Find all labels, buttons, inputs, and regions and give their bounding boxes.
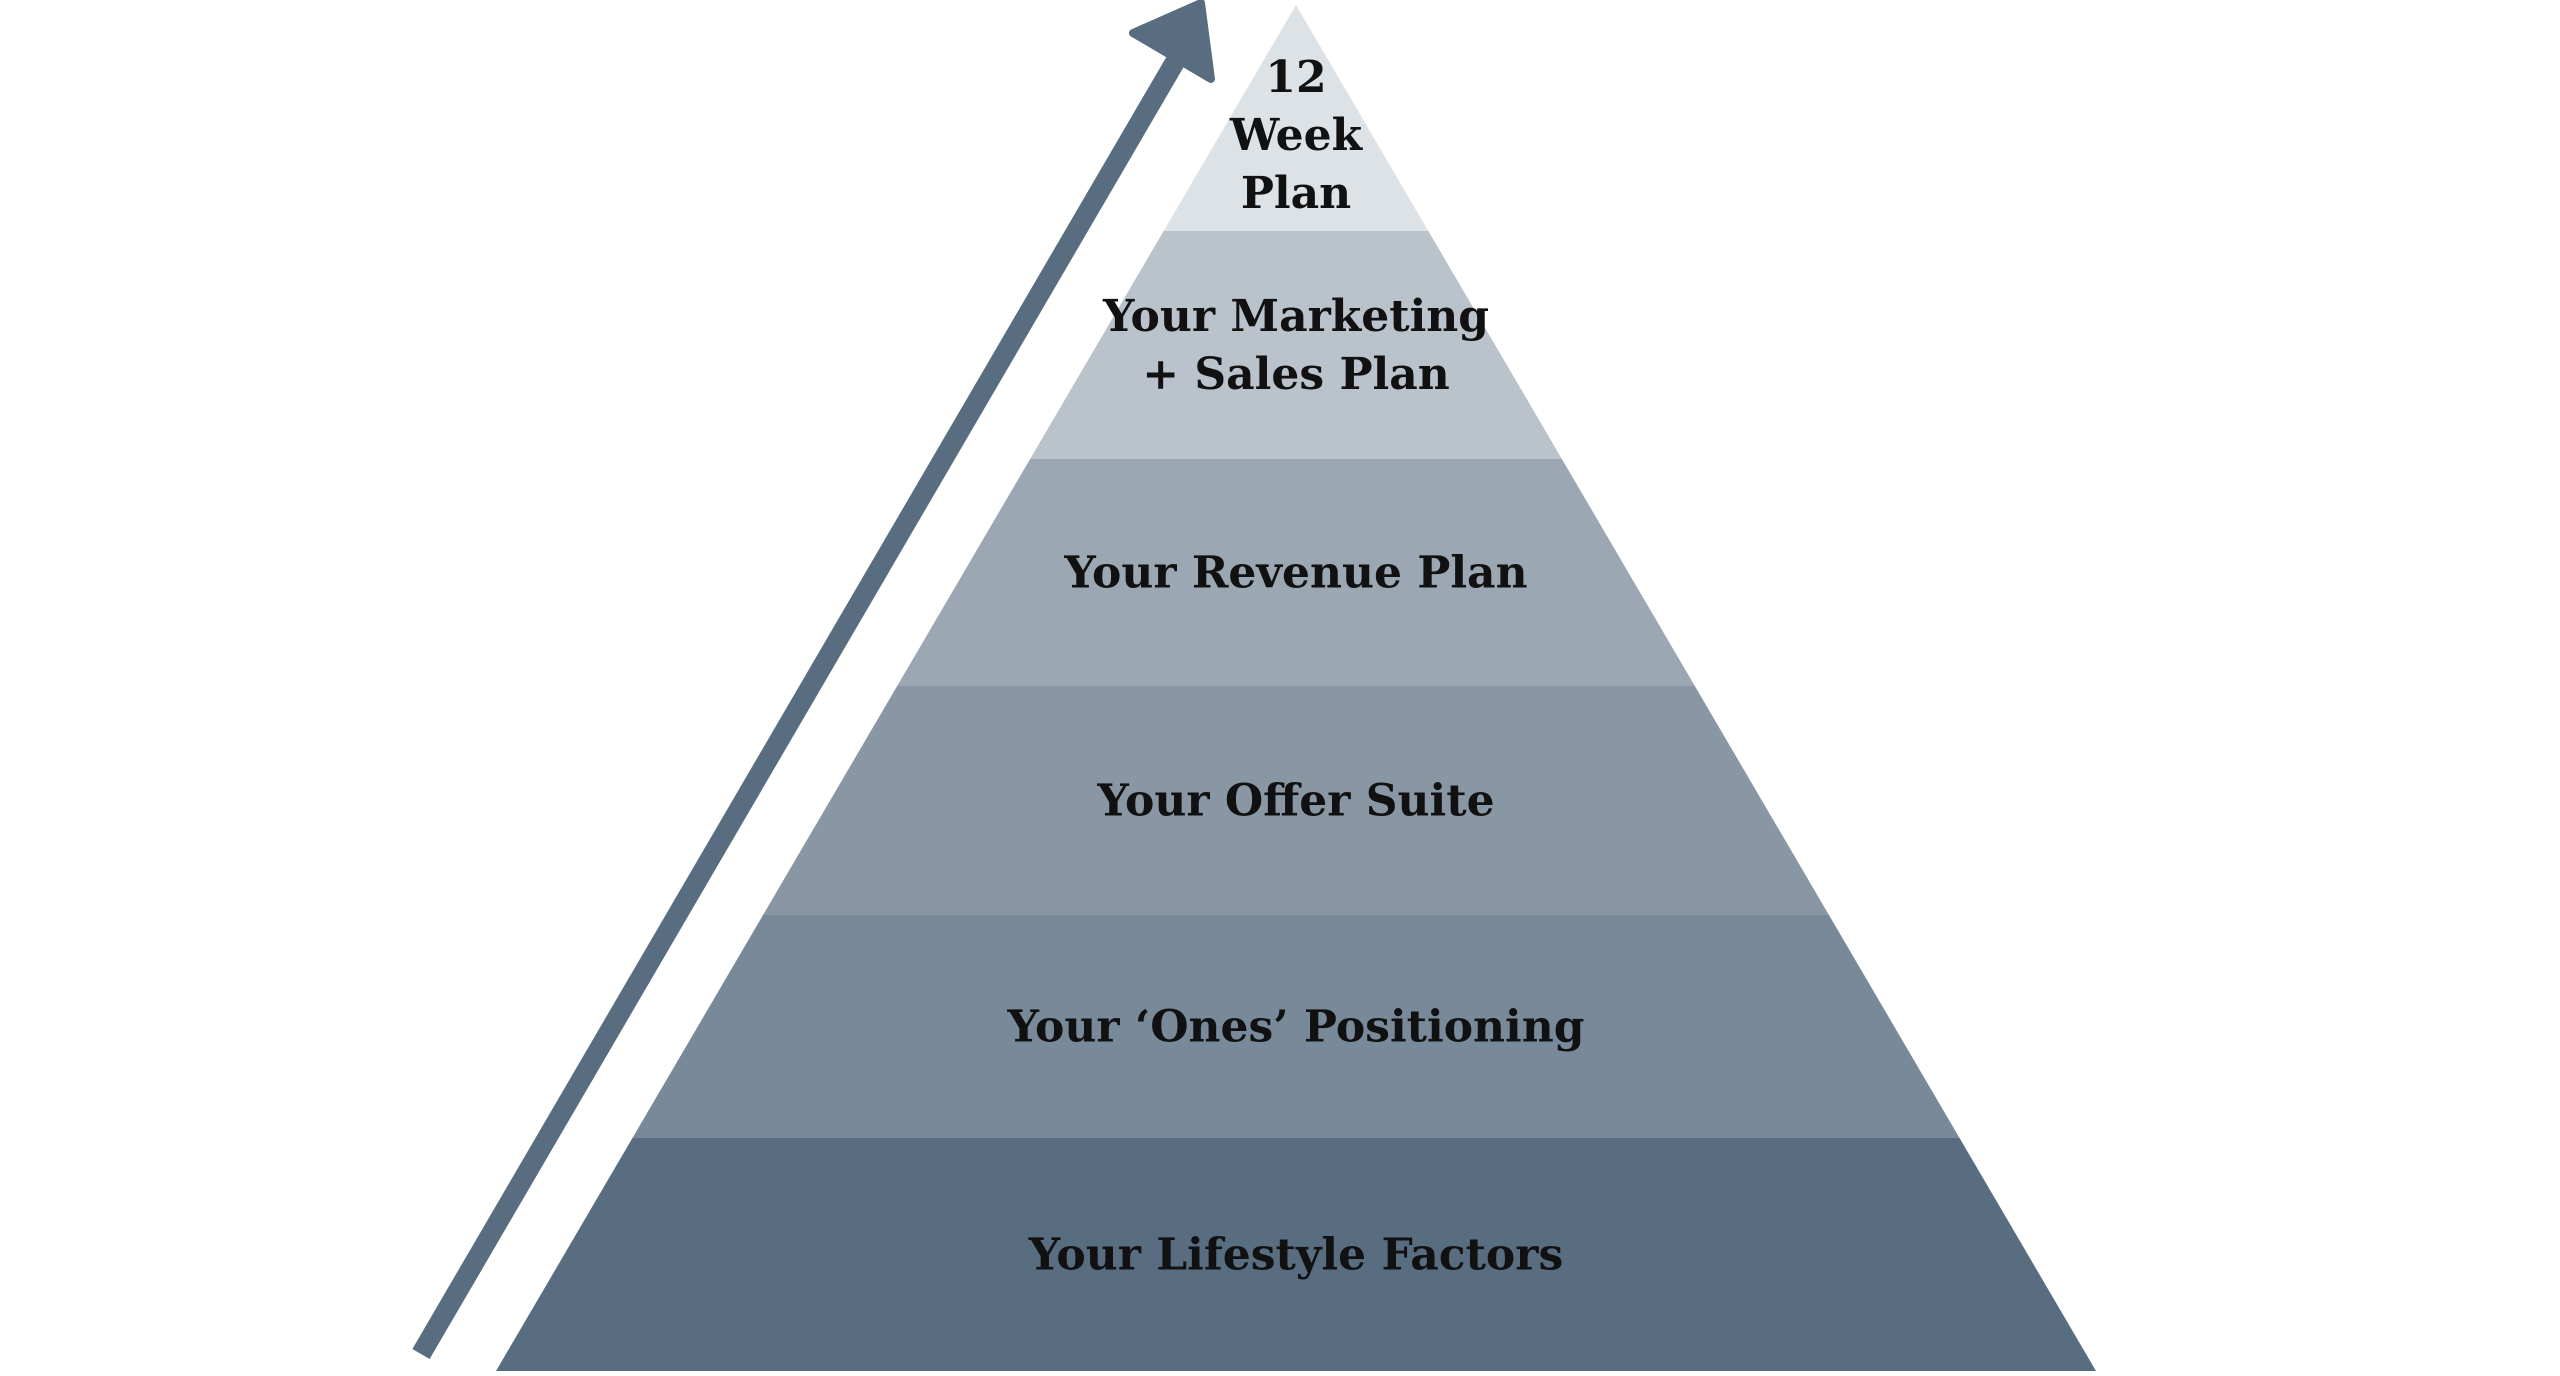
pyramid-tier-label-line: Plan xyxy=(1241,168,1351,219)
pyramid-tier-2 xyxy=(1030,231,1562,459)
pyramid-tier-5 xyxy=(632,915,1960,1138)
pyramid-tier-label-line: Your Offer Suite xyxy=(1096,776,1494,827)
pyramid-tier-label-line: Your Lifestyle Factors xyxy=(1028,1230,1563,1281)
pyramid-tier-1 xyxy=(1163,5,1429,231)
pyramid-tier-label-line: Your Revenue Plan xyxy=(1063,548,1527,599)
pyramid-tier-label-5: Your ‘Ones’ Positioning xyxy=(1006,1002,1584,1053)
pyramid-tier-label-6: Your Lifestyle Factors xyxy=(1028,1230,1563,1281)
pyramid-tier-label-line: 12 xyxy=(1265,52,1326,103)
pyramid-tier-6 xyxy=(496,1138,2096,1371)
pyramid-tier-label-line: Your Marketing xyxy=(1102,291,1489,342)
pyramid-tier-3 xyxy=(897,459,1695,686)
arrow-shaft xyxy=(412,56,1184,1360)
pyramid-tier-label-line: + Sales Plan xyxy=(1142,349,1450,400)
arrow-head xyxy=(1129,0,1215,83)
pyramid-tier-label-line: Your ‘Ones’ Positioning xyxy=(1006,1002,1584,1053)
pyramid-tier-label-2: Your Marketing + Sales Plan xyxy=(1102,291,1489,400)
pyramid-tier-4 xyxy=(763,686,1829,915)
pyramid-tiers xyxy=(496,5,2096,1371)
pyramid-tier-label-3: Your Revenue Plan xyxy=(1063,548,1527,599)
pyramid-tier-label-line: Week xyxy=(1229,110,1364,161)
pyramid-tier-label-4: Your Offer Suite xyxy=(1096,776,1494,827)
up-arrow-icon xyxy=(412,0,1215,1360)
